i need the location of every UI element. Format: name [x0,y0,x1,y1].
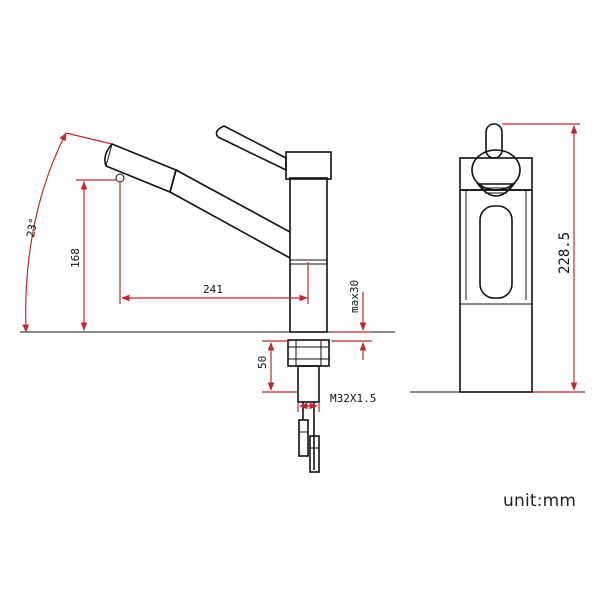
mounting-nut [287,339,330,367]
front-cap [459,157,533,191]
spout [169,169,291,259]
spray-outlet [115,173,125,183]
handle-hub [285,151,332,180]
shank [297,365,320,403]
angle-arc [22,132,67,333]
front-body [459,189,533,393]
side-view: 23° 168 241 max30 50 M32X1.5 [20,125,395,473]
front-spout [479,205,513,299]
total-height-label: 228.5 [557,232,573,274]
front-lever [485,123,503,159]
shank-length-label: 50 [256,356,269,369]
spout-height-label: 168 [69,248,82,268]
faucet-body [289,177,328,333]
lever-handle [215,125,287,172]
spray-head [104,143,177,194]
angle-label: 23° [24,217,40,239]
spout-reach-label: 241 [203,283,223,296]
thread-label: M32X1.5 [330,392,376,405]
max-deck-label: max30 [348,280,361,313]
front-view: 228.5 [410,123,585,393]
unit-label: unit:mm [503,491,577,511]
